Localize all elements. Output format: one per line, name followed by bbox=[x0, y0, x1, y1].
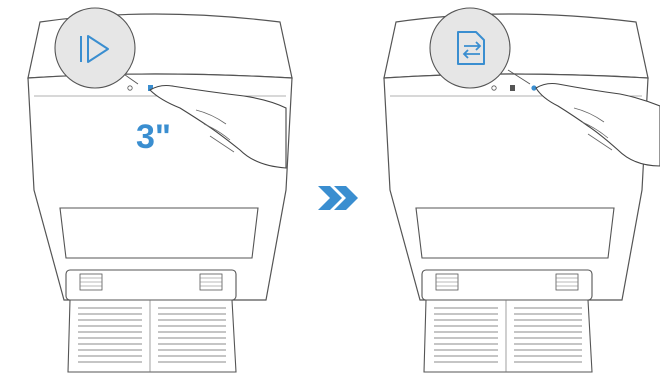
right-start-button bbox=[510, 85, 515, 91]
hold-duration-label: 3" bbox=[136, 118, 171, 156]
step2-magnifier bbox=[430, 8, 510, 88]
double-chevron-right-icon bbox=[318, 186, 358, 210]
step2-dock-station bbox=[384, 14, 648, 372]
step1-magnifier bbox=[55, 8, 135, 88]
